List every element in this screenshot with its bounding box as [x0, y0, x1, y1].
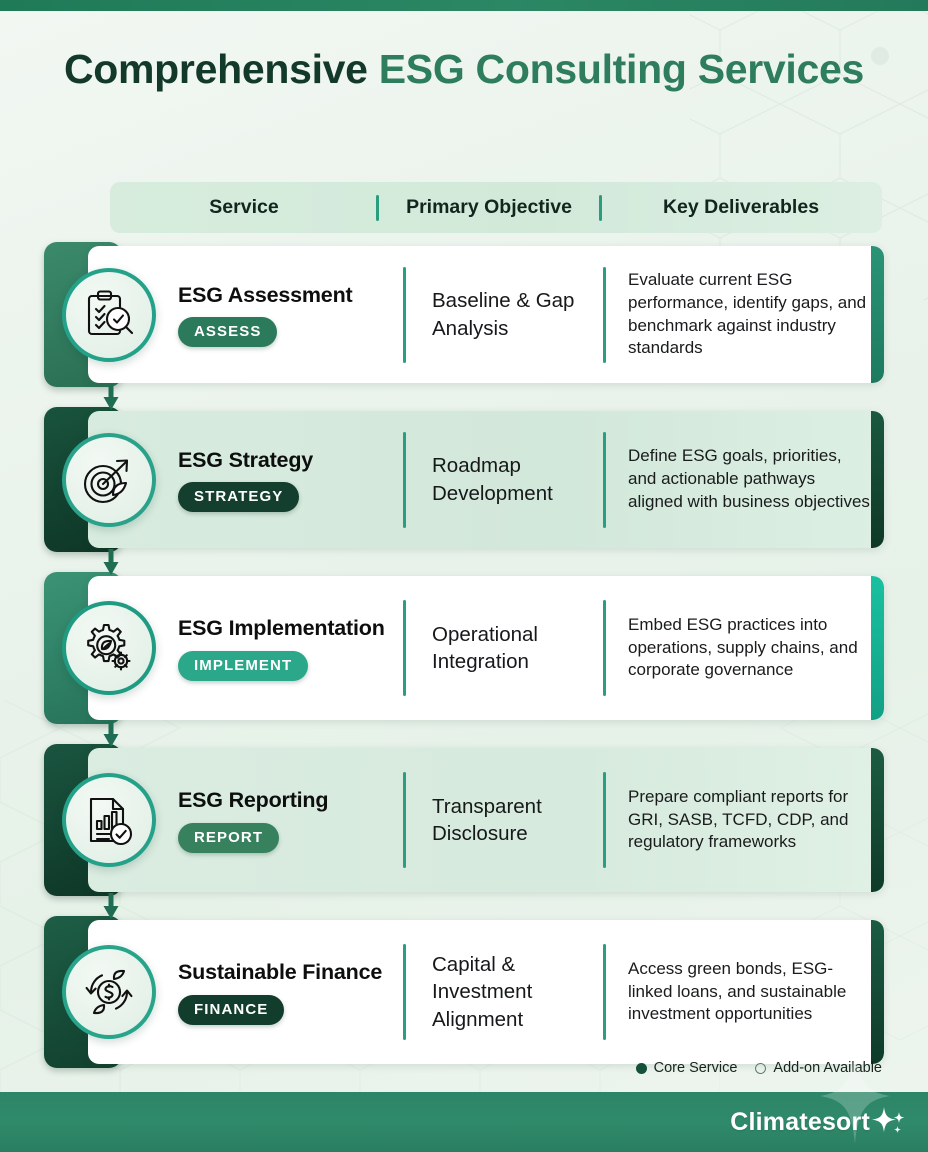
column-header-deliverables: Key Deliverables	[662, 196, 820, 218]
legend-label-addon: Add-on Available	[773, 1060, 882, 1076]
title-accent: ESG Consulting Services	[378, 46, 865, 92]
row-deliverable-cell: Prepare compliant reports for GRI, SASB,…	[628, 786, 849, 852]
row-accent-bar	[871, 411, 884, 548]
row-service-cell: ESG Strategy STRATEGY	[178, 447, 403, 513]
header-divider-right-icon	[599, 194, 602, 221]
cell-divider-icon	[603, 772, 606, 868]
legend-label-core: Core Service	[653, 1060, 738, 1076]
service-icon-circle	[62, 773, 156, 867]
row-service-cell: Sustainable Finance FINANCE	[178, 959, 403, 1025]
table-row[interactable]: ESG Implementation IMPLEMENT Operational…	[0, 572, 928, 747]
flow-connector-arrow-icon	[103, 893, 119, 919]
status-badge[interactable]: IMPLEMENT	[178, 650, 309, 681]
flow-connector-arrow-icon	[103, 384, 119, 410]
legend: Core Service Add-on Available	[635, 1060, 882, 1076]
row-card: Sustainable Finance FINANCE Capital & In…	[88, 920, 884, 1064]
gear-leaf-icon	[87, 623, 131, 671]
service-name: ESG Strategy	[178, 447, 314, 472]
clipboard-magnifier-icon	[87, 289, 134, 335]
recycle-dollar-leaf-icon	[85, 969, 133, 1015]
hollow-dot-icon	[755, 1062, 767, 1074]
cell-divider-icon	[603, 431, 606, 528]
target-arrow-leaf-icon	[83, 458, 129, 503]
table-row[interactable]: Sustainable Finance FINANCE Capital & In…	[0, 916, 928, 1068]
column-header-objective: Primary Objective	[376, 194, 602, 221]
legend-item-core: Core Service	[635, 1060, 738, 1076]
service-icon-circle	[62, 601, 156, 695]
row-accent-bar	[871, 920, 884, 1064]
status-badge[interactable]: ASSESS	[178, 317, 278, 348]
service-name: ESG Reporting	[178, 788, 329, 813]
cell-divider-icon	[403, 266, 406, 363]
flow-connector-arrow-icon	[103, 549, 119, 575]
column-header-service: Service	[209, 196, 279, 218]
row-card: ESG Assessment ASSESS Baseline & Gap Ana…	[88, 246, 884, 383]
row-service-cell: ESG Implementation IMPLEMENT	[178, 615, 403, 681]
legend-item-addon: Add-on Available	[755, 1060, 882, 1076]
row-deliverable-cell: Access green bonds, ESG-linked loans, an…	[628, 958, 847, 1024]
row-service-cell: ESG Reporting REPORT	[178, 787, 403, 853]
service-name: ESG Implementation	[178, 616, 385, 641]
cell-divider-icon	[603, 944, 606, 1040]
document-chart-check-icon	[89, 797, 133, 846]
table-row[interactable]: ESG Assessment ASSESS Baseline & Gap Ana…	[0, 242, 928, 410]
row-objective-cell: Baseline & Gap Analysis	[432, 289, 575, 340]
status-badge[interactable]: REPORT	[178, 822, 280, 853]
service-name: ESG Assessment	[178, 282, 353, 307]
table-row[interactable]: ESG Reporting REPORT Transparent Disclos…	[0, 744, 928, 919]
column-header-objective-label: Primary Objective	[406, 196, 572, 218]
row-card: ESG Implementation IMPLEMENT Operational…	[88, 576, 884, 720]
row-service-cell: ESG Assessment ASSESS	[178, 282, 403, 348]
page-title: Comprehensive ESG Consulting Services	[60, 42, 868, 96]
service-icon-circle	[62, 267, 156, 362]
flow-connector-arrow-icon	[103, 721, 119, 747]
service-name: Sustainable Finance	[178, 960, 383, 985]
sparkle-icon	[872, 1105, 906, 1139]
status-badge[interactable]: FINANCE	[178, 994, 285, 1025]
row-deliverable-cell: Embed ESG practices into operations, sup…	[628, 614, 858, 680]
cell-divider-icon	[403, 772, 406, 868]
service-icon-circle	[62, 432, 156, 527]
row-objective-cell: Operational Integration	[432, 622, 538, 673]
cell-divider-icon	[403, 431, 406, 528]
row-deliverable-cell: Evaluate current ESG performance, identi…	[628, 269, 867, 358]
service-rows: ESG Assessment ASSESS Baseline & Gap Ana…	[0, 242, 928, 1088]
service-icon-circle	[62, 945, 156, 1039]
status-badge[interactable]: STRATEGY	[178, 482, 300, 513]
row-deliverable-cell: Define ESG goals, priorities, and action…	[628, 446, 870, 511]
table-row[interactable]: ESG Strategy STRATEGY Roadmap Developmen…	[0, 407, 928, 575]
row-objective-cell: Transparent Disclosure	[432, 794, 542, 845]
cell-divider-icon	[603, 266, 606, 363]
header-divider-left-icon	[376, 194, 379, 221]
row-objective-cell: Capital & Investment Alignment	[432, 953, 533, 1031]
cell-divider-icon	[403, 944, 406, 1040]
cell-divider-icon	[603, 600, 606, 696]
brand-name: Climatesort	[730, 1107, 870, 1136]
title-lead: Comprehensive	[63, 46, 379, 92]
filled-dot-icon	[635, 1062, 647, 1074]
brand-logo: Climatesort	[730, 1105, 906, 1139]
column-header-row: Service Primary Objective Key Deliverabl…	[110, 182, 882, 233]
cell-divider-icon	[403, 600, 406, 696]
row-card: ESG Reporting REPORT Transparent Disclos…	[88, 748, 884, 892]
row-card: ESG Strategy STRATEGY Roadmap Developmen…	[88, 411, 884, 548]
footer-brand-band: Climatesort	[0, 1048, 928, 1152]
top-brand-band	[0, 0, 928, 11]
row-accent-bar	[871, 576, 884, 720]
row-objective-cell: Roadmap Development	[432, 454, 553, 505]
row-accent-bar	[871, 246, 884, 383]
row-accent-bar	[871, 748, 884, 892]
